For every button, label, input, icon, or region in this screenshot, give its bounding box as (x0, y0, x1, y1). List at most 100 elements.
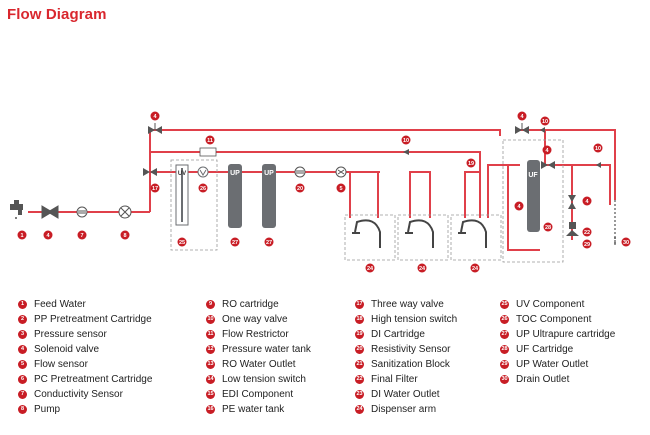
legend-label: PE water tank (222, 404, 285, 415)
resistivity-sensor-icon (294, 166, 306, 178)
legend-badge: 29 (500, 360, 509, 369)
pipe-restrictor (150, 151, 481, 218)
legend-label: High tension switch (371, 314, 458, 325)
legend-label: PP Pretreatment Cartridge (34, 314, 152, 325)
legend-label: UV Component (516, 299, 585, 310)
legend-badge: 1 (18, 300, 27, 309)
legend-item: 10 One way valve (206, 312, 311, 327)
legend-item: 19 DI Cartridge (355, 327, 457, 342)
svg-text:22: 22 (584, 230, 590, 236)
badge-oneway-right-top: 10 (540, 116, 550, 126)
legend-label: RO Water Outlet (222, 359, 296, 370)
badge-pump: 8 (120, 230, 130, 240)
toc-component-icon (197, 166, 209, 178)
svg-text:1: 1 (20, 233, 23, 239)
svg-text:17: 17 (152, 186, 158, 192)
svg-text:4: 4 (520, 114, 524, 120)
cond-sensor-icon (76, 206, 88, 218)
legend-badge: 7 (18, 390, 27, 399)
group-box-disp-1 (344, 214, 396, 261)
badge-uf: 28 (543, 222, 553, 232)
legend-badge: 4 (18, 345, 27, 354)
legend-label: Pressure sensor (34, 329, 107, 340)
legend-badge: 27 (500, 330, 509, 339)
legend-label: DI Cartridge (371, 329, 425, 340)
badge-feed: 1 (17, 230, 27, 240)
pipe-top-loop (150, 129, 501, 136)
legend-badge: 12 (206, 345, 215, 354)
badge-dispenser3: 24 (470, 263, 480, 273)
badge-pe-inline: 20 (295, 183, 305, 193)
legend-badge: 16 (206, 405, 215, 414)
one-way-valve-far-icon (596, 162, 601, 168)
badge-drain: 30 (621, 237, 631, 247)
legend-label: RO cartridge (222, 299, 279, 310)
svg-text:4: 4 (153, 114, 157, 120)
one-way-valve-top-icon (403, 149, 409, 155)
svg-text:8: 8 (123, 233, 126, 239)
uv-component: UV (175, 164, 189, 226)
badge-flow-left: 17 (150, 183, 160, 193)
badge-ro-uv: 25 (177, 237, 187, 247)
svg-text:11: 11 (207, 138, 213, 144)
legend-label: Low tension switch (222, 374, 306, 385)
legend-label: UP Water Outlet (516, 359, 589, 370)
legend-label: One way valve (222, 314, 288, 325)
legend-label: Sanitization Block (371, 359, 450, 370)
page-title: Flow Diagram (7, 6, 107, 23)
legend-badge: 15 (206, 390, 215, 399)
right-valve-icon (568, 195, 576, 209)
legend-badge: 9 (206, 300, 215, 309)
legend-badge: 14 (206, 375, 215, 384)
badge-uf-sol: 4 (542, 145, 552, 155)
svg-text:26: 26 (200, 186, 206, 192)
legend-badge: 13 (206, 360, 215, 369)
final-fitting-icon (566, 222, 579, 236)
legend-badge: 19 (355, 330, 364, 339)
legend-item: 9 RO cartridge (206, 297, 311, 312)
group-box-disp-3 (450, 214, 502, 261)
up1-label: UP (230, 170, 240, 177)
badge-right-valve: 4 (582, 196, 592, 206)
badge-uf-vert: 4 (514, 201, 524, 211)
legend-badge: 10 (206, 315, 215, 324)
up-cartridge-1: UP (228, 164, 242, 228)
badge-solenoid-right-top: 4 (517, 111, 527, 121)
legend-item: 29 UP Water Outlet (500, 357, 615, 372)
badge-up2: 27 (264, 237, 274, 247)
three-way-valve-left-icon (143, 168, 157, 176)
group-box-uv (170, 159, 218, 251)
svg-text:20: 20 (297, 186, 303, 192)
dispenser-arm-1-icon (352, 219, 381, 248)
badge-up1: 27 (230, 237, 240, 247)
svg-text:4: 4 (517, 204, 521, 210)
badge-up-outlet: 29 (582, 239, 592, 249)
legend-label: Three way valve (371, 299, 444, 310)
group-box-disp-2 (397, 214, 449, 261)
svg-text:27: 27 (266, 240, 272, 246)
uv-label: UV (178, 171, 186, 177)
legend-label: PC Pretreatment Cartridge (34, 374, 153, 385)
solenoid-right-top-icon (515, 123, 529, 134)
legend-label: DI Water Outlet (371, 389, 440, 400)
solenoid-uf-icon (541, 161, 555, 169)
legend-badge: 23 (355, 390, 364, 399)
badge-pp: 4 (43, 230, 53, 240)
legend-badge: 11 (206, 330, 215, 339)
legend-label: EDI Component (222, 389, 294, 400)
pipe-uf-left (507, 165, 540, 251)
group-box-uf (502, 139, 564, 263)
legend-badge: 25 (500, 300, 509, 309)
